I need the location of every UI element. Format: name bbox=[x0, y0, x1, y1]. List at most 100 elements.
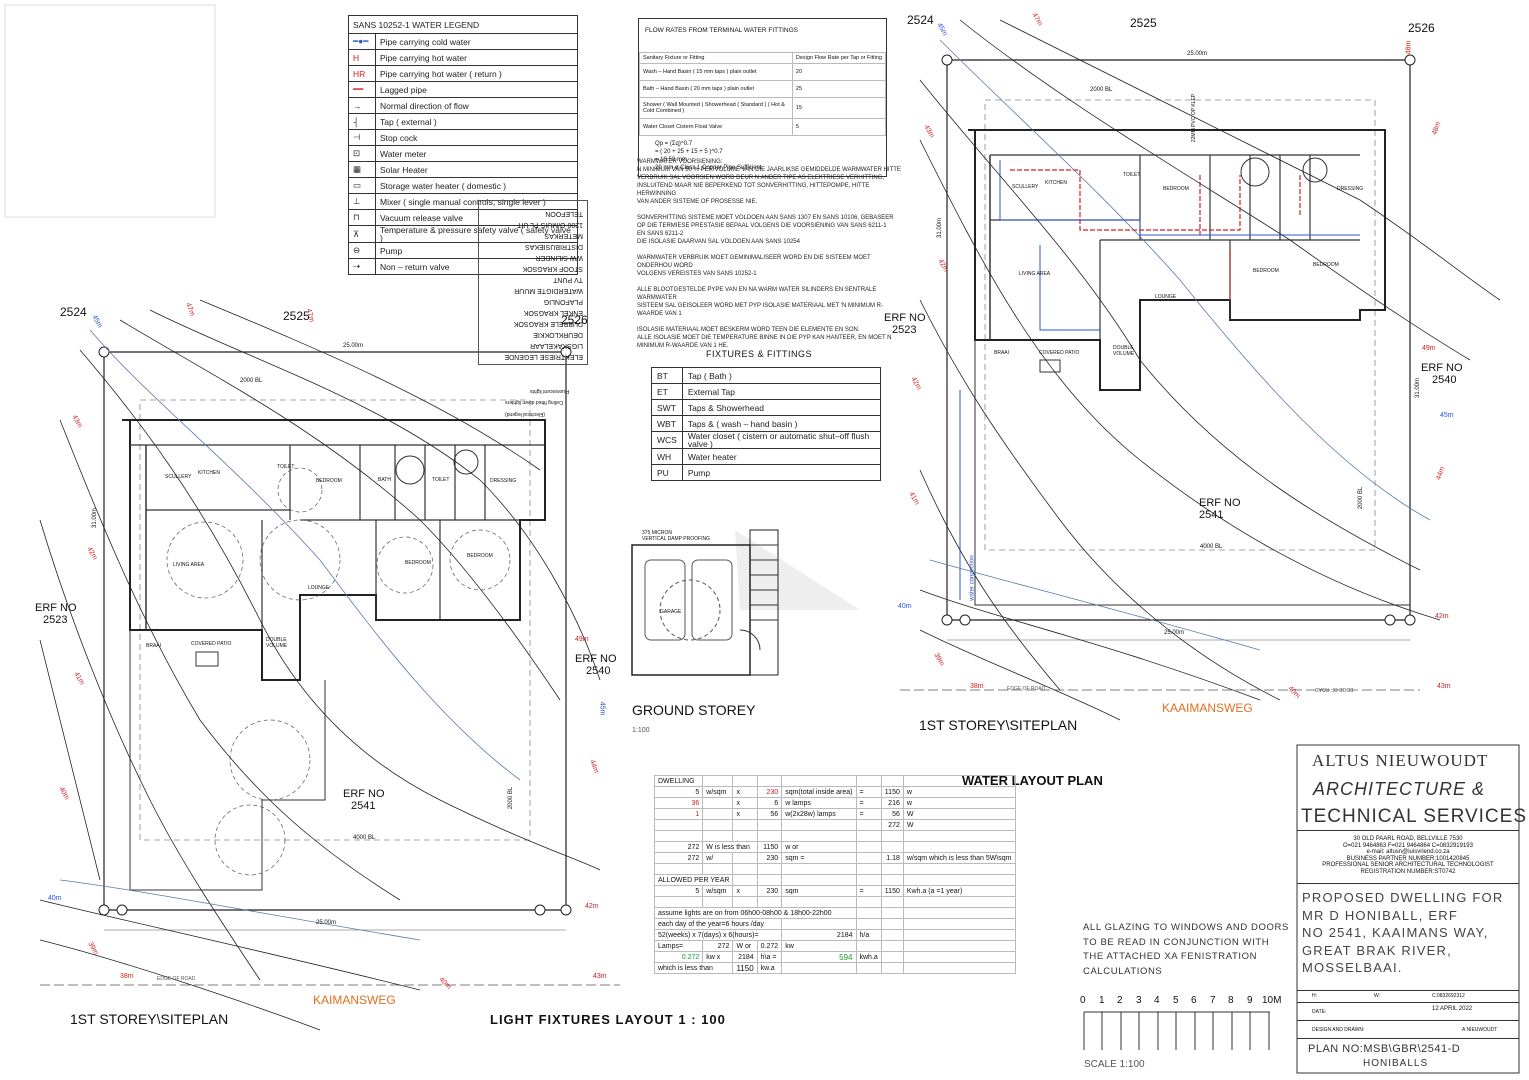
calc-cell: h\a = bbox=[756, 951, 783, 963]
erf-label: ERF NO bbox=[343, 788, 385, 800]
flow-row-rate: 15 bbox=[791, 97, 887, 119]
room-label: SCULLERY bbox=[1012, 184, 1039, 190]
glazing-note-line: ALL GLAZING TO WINDOWS AND DOORS bbox=[1083, 922, 1289, 933]
water-connection-label: water connection bbox=[969, 555, 976, 601]
right-edge-of-road: EDGE OF ROAD bbox=[1007, 686, 1046, 692]
room-label: DOUBLE VOLUME bbox=[1113, 345, 1135, 357]
flipped-legend-item: STOOF KRAGSOK bbox=[522, 265, 583, 272]
contour-label: 38m bbox=[120, 973, 134, 980]
calc-cell: 1150 bbox=[880, 885, 904, 897]
room-label: BRAAI bbox=[146, 643, 162, 649]
room-label: BEDROOM bbox=[1313, 262, 1339, 268]
address-line: PROFESSIONAL SENIOR ARCHITECTURAL TECHNO… bbox=[1322, 862, 1494, 868]
contour-label: 40m bbox=[48, 895, 62, 902]
right-plan-caption: 1ST STOREY\SITEPLAN bbox=[919, 717, 1078, 733]
calc-cell: w bbox=[902, 797, 1016, 809]
calc-cell: 272 bbox=[653, 841, 704, 853]
plan-number: PLAN NO:MSB\GBR\2541-D bbox=[1308, 1043, 1461, 1055]
room-label: LIVING AREA bbox=[1019, 271, 1051, 277]
calc-cell: = bbox=[855, 885, 882, 897]
fixture-desc: Water closet ( cistern or automatic shut… bbox=[681, 431, 882, 449]
room-label: DOUBLE VOLUME bbox=[266, 637, 288, 649]
erf-number: 2523 bbox=[43, 614, 68, 626]
right-site-plan-lines bbox=[900, 19, 1501, 721]
flipped-legend-item: METERKAS bbox=[544, 232, 583, 239]
calc-cell: 1150 bbox=[756, 841, 783, 853]
legend-item: Pipe carrying cold water bbox=[375, 33, 578, 50]
calc-cell: kw.a bbox=[756, 962, 783, 974]
room-label: KITCHEN bbox=[198, 470, 220, 476]
room-label: BATH bbox=[378, 477, 391, 483]
left-plan-caption: 1ST STOREY\SITEPLAN bbox=[70, 1011, 229, 1027]
dpc-line: VERTICAL DAMP PROOFING bbox=[642, 536, 710, 542]
calc-cell: 230 bbox=[756, 852, 783, 864]
erf-number: 2540 bbox=[586, 665, 611, 677]
calc-cell: W is less than bbox=[702, 841, 758, 853]
note-line: VERBRUIK SAL VOORSIEN WORD DEUR N ANDER … bbox=[637, 175, 885, 181]
title-block-divider bbox=[1297, 883, 1519, 884]
calc-cell: 1150 bbox=[732, 962, 758, 974]
note-line: EN SANS 6211-2 bbox=[637, 231, 684, 237]
right-bl-top: 2000 BL bbox=[1090, 87, 1113, 93]
calc-cell: 230 bbox=[756, 885, 783, 897]
legend-item: Water meter bbox=[375, 145, 578, 162]
fixture-code: WBT bbox=[651, 415, 683, 432]
legend-item: Pipe carrying hot water ( return ) bbox=[375, 65, 578, 82]
flipped-legend-item: WATERDIGTE MUUR bbox=[514, 287, 583, 294]
address-line: BUSINESS PARTNER NUMBER:1001420845 bbox=[1346, 855, 1470, 862]
address-line: REGISTRATION NUMBER:ST0742 bbox=[1360, 868, 1456, 875]
right-street-name: KAAIMANSWEG bbox=[1162, 701, 1253, 715]
erf-label: ERF NO bbox=[1199, 497, 1241, 509]
glazing-note-line: CALCULATIONS bbox=[1083, 965, 1163, 977]
calc-cell: sqm bbox=[781, 885, 857, 897]
flipped-legend-item: DISTRIBUSIEKAS bbox=[525, 243, 583, 250]
pipe-label: 22MM PVC OP KLEP bbox=[1191, 93, 1198, 143]
scale-tick: 3 bbox=[1136, 995, 1142, 1006]
date-label: DATE: bbox=[1312, 1009, 1327, 1015]
flow-row-rate: 25 bbox=[791, 80, 887, 98]
calc-cell: 5 bbox=[653, 786, 704, 798]
legend-item: Lagged pipe bbox=[375, 81, 578, 98]
room-label: BEDROOM bbox=[405, 560, 431, 566]
calc-cell: 272 bbox=[653, 852, 704, 864]
erf-label: ERF NO bbox=[575, 653, 617, 665]
title-block-divider bbox=[1297, 830, 1519, 831]
garage-label: GARAGE bbox=[660, 609, 682, 615]
firm-line-2: ARCHITECTURE & bbox=[1313, 779, 1486, 799]
ground-storey-caption: GROUND STOREY bbox=[632, 702, 756, 718]
room-label: LOUNGE bbox=[1155, 294, 1177, 300]
right-dim-side: 31.00m bbox=[937, 217, 944, 239]
contour-label: 45m bbox=[1440, 412, 1454, 419]
flow-row-fixture: Bath – Hand Basin ( 20 mm taps ) plain o… bbox=[639, 80, 793, 98]
project-line: MOSSELBAAI. bbox=[1302, 960, 1403, 975]
legend-item: Non – return valve bbox=[375, 258, 578, 275]
calc-cell: 594 bbox=[781, 951, 857, 963]
calc-cell: w/sqm bbox=[702, 885, 734, 897]
note-line: WARMWATER VOORSIENING: bbox=[637, 159, 723, 165]
fixture-desc: Tap ( Bath ) bbox=[681, 367, 882, 384]
water-legend-title: SANS 10252-1 WATER LEGEND bbox=[348, 15, 578, 34]
flipped-electrical-legend: ELEKTRIESE LEGENDE LIGSKAKELAAR DEURKLOK… bbox=[478, 200, 588, 365]
title-block-divider bbox=[1297, 1002, 1519, 1003]
elec-note: Fluorescent lights bbox=[530, 388, 570, 394]
left-bl-bottom: 4000 BL bbox=[353, 835, 376, 841]
flow-formula-line: = 18.58 mm bbox=[655, 157, 687, 163]
elec-note: Ceiling fitted down lighters bbox=[505, 399, 564, 405]
flow-col-rate: Design Flow Rate per Tap or Fitting bbox=[791, 52, 887, 64]
scale-tick: 4 bbox=[1154, 995, 1160, 1006]
address-line: 30 OLD PAARL ROAD, BELLVILLE 7530 bbox=[1353, 836, 1463, 842]
calc-cell: 216 bbox=[880, 797, 904, 809]
flow-formula-line: 20 mm ø Class 1 Copper Pipe Sufficient bbox=[655, 165, 762, 171]
title-block-divider bbox=[1297, 990, 1519, 991]
legend-item: Storage water heater ( domestic ) bbox=[375, 177, 578, 194]
flow-row-fixture: Water Closet Cistern Float Valve bbox=[639, 118, 793, 136]
legend-item: Normal direction of flow bbox=[375, 97, 578, 114]
project-description: PROPOSED DWELLING FOR MR D HONIBALL, ERF… bbox=[1302, 889, 1503, 977]
note-line: OP DIE TERMIESE PRESTASIE BEPAAL VOLGENS… bbox=[637, 223, 887, 229]
left-dim-bottom: 25.00m bbox=[316, 920, 337, 926]
calc-cell: assume lights are on from 06h00-08h00 & … bbox=[654, 907, 857, 919]
scale-tick: 7 bbox=[1210, 995, 1216, 1006]
